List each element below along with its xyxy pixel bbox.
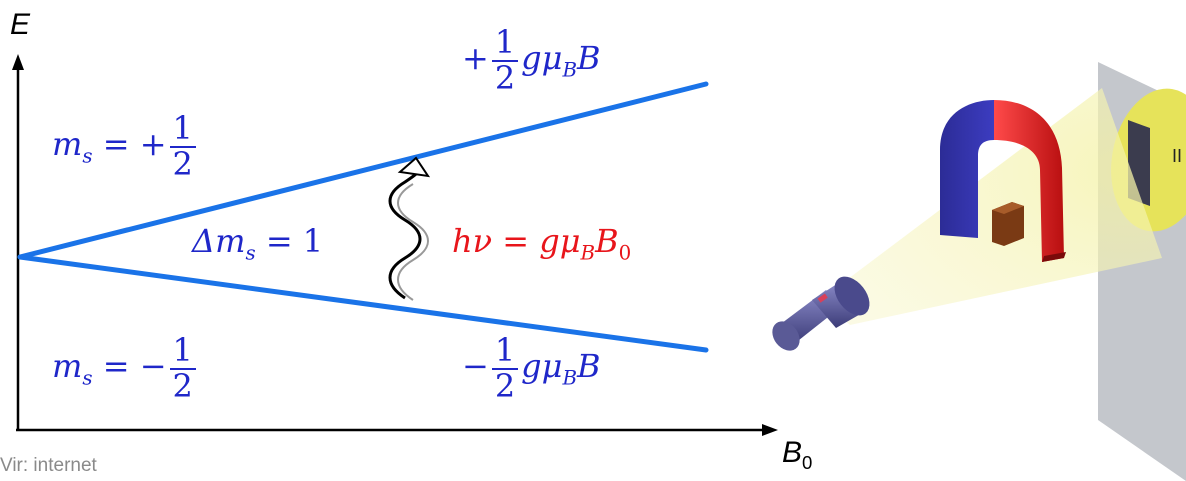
illustration xyxy=(767,62,1186,481)
lower-state-rel: = − xyxy=(103,347,167,385)
screen-mark: II xyxy=(1172,146,1182,167)
x-axis-label-sub: 0 xyxy=(802,452,812,473)
lower-state-sub: s xyxy=(82,366,92,389)
lower-energy-end: B xyxy=(577,347,601,385)
photon-energy-mid: B xyxy=(595,222,619,260)
upper-energy-sub: B xyxy=(562,58,577,81)
photon-energy-label: hν = gμBB0 xyxy=(452,222,631,264)
upper-state-m: m xyxy=(52,125,82,163)
upper-energy-sign: + xyxy=(462,39,489,77)
upper-state-den: 2 xyxy=(170,146,196,182)
lower-energy-tail: gμ xyxy=(521,347,562,385)
selection-rule-post: = 1 xyxy=(266,222,323,260)
selection-rule-label: Δms = 1 xyxy=(192,222,323,264)
upper-energy-tail: gμ xyxy=(521,39,562,77)
y-axis xyxy=(12,54,24,430)
upper-state-num: 1 xyxy=(170,112,196,146)
sample-block-icon xyxy=(992,202,1024,246)
selection-rule-sub: s xyxy=(245,241,255,264)
x-axis-label-main: B xyxy=(782,436,802,469)
upper-energy-end: B xyxy=(577,39,601,77)
lower-state-den: 2 xyxy=(170,368,196,404)
upper-energy-den: 2 xyxy=(492,60,518,96)
photon-energy-sub1: B xyxy=(581,241,596,264)
selection-rule-pre: Δm xyxy=(192,222,245,260)
upper-state-rel: = + xyxy=(103,125,167,163)
upper-state-sub: s xyxy=(82,144,92,167)
lower-energy-den: 2 xyxy=(492,368,518,404)
photon-energy-pre: hν = gμ xyxy=(452,222,581,260)
upper-energy-num: 1 xyxy=(492,26,518,60)
y-axis-label: E xyxy=(10,8,30,42)
source-note: Vir: internet xyxy=(0,455,97,477)
photon-wave-icon xyxy=(390,158,428,300)
lower-energy-num: 1 xyxy=(492,334,518,368)
lower-state-num: 1 xyxy=(170,334,196,368)
lower-state-m: m xyxy=(52,347,82,385)
lower-energy-sub: B xyxy=(562,366,577,389)
lower-energy-sign: − xyxy=(462,347,489,385)
x-axis xyxy=(16,424,778,436)
photon-energy-sub2: 0 xyxy=(619,241,632,264)
x-axis-label: B0 xyxy=(782,436,812,474)
